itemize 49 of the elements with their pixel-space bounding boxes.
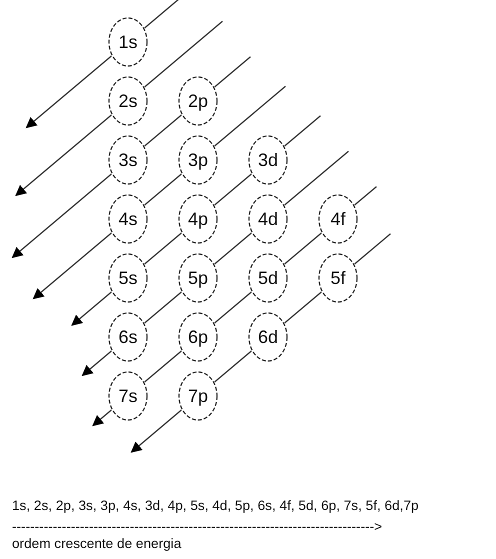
orbital-circle: 5f bbox=[318, 253, 358, 303]
orbital-circle: 4p bbox=[178, 194, 218, 244]
orbital-circle: 4s bbox=[108, 194, 148, 244]
arrow bbox=[82, 350, 112, 376]
orbital-circle: 5s bbox=[108, 253, 148, 303]
orbital-circle: 2s bbox=[108, 76, 148, 126]
dashed-arrow-text: --------------------------------------------------------------------------------> bbox=[12, 519, 382, 534]
connector-line bbox=[214, 292, 252, 324]
orbital-circle: 1s bbox=[108, 17, 148, 67]
connector-line bbox=[214, 232, 252, 264]
connector-line bbox=[144, 292, 182, 324]
arrow bbox=[130, 410, 182, 453]
orbital-circle: 5d bbox=[248, 253, 288, 303]
arrow bbox=[12, 174, 112, 258]
orbital-circle: 3p bbox=[178, 135, 218, 185]
connector-line bbox=[284, 150, 349, 206]
arrow bbox=[15, 114, 112, 196]
connector-line bbox=[144, 114, 182, 146]
connector-line bbox=[214, 56, 251, 88]
arrow bbox=[26, 56, 112, 128]
orbital-circle: 7s bbox=[108, 371, 148, 421]
orbital-sequence-text: 1s, 2s, 2p, 3s, 3p, 4s, 3d, 4p, 5s, 4d, 5p, 6s, 4f, 5d, 6p, 7s, 5f, 6d,7p bbox=[12, 498, 419, 513]
orbital-circle: 3d bbox=[248, 135, 288, 185]
connector-line bbox=[284, 292, 322, 324]
connector-line bbox=[284, 115, 321, 146]
connector-line bbox=[144, 232, 182, 264]
orbital-circle: 6p bbox=[178, 312, 218, 362]
arrow bbox=[32, 232, 112, 300]
orbital-circle: 3s bbox=[108, 135, 148, 185]
connector-line bbox=[214, 350, 252, 382]
connector-line bbox=[214, 86, 286, 146]
arrow bbox=[71, 292, 112, 326]
connector-line bbox=[214, 174, 252, 206]
connector-line bbox=[144, 174, 182, 206]
connector-line bbox=[354, 186, 377, 206]
orbital-circle: 6s bbox=[108, 312, 148, 362]
connector-line bbox=[284, 232, 322, 264]
orbital-circle: 7p bbox=[178, 371, 218, 421]
connector-line bbox=[144, 20, 223, 88]
orbital-circle: 6d bbox=[248, 312, 288, 362]
connector-line bbox=[354, 233, 391, 264]
orbital-circle: 4d bbox=[248, 194, 288, 244]
orbital-circle: 5p bbox=[178, 253, 218, 303]
orbital-circle: 2p bbox=[178, 76, 218, 126]
caption-text: ordem crescente de energia bbox=[12, 536, 182, 551]
connector-line bbox=[144, 350, 182, 382]
orbital-circle: 4f bbox=[318, 194, 358, 244]
connector-line bbox=[144, 0, 181, 28]
arrow bbox=[92, 410, 112, 426]
